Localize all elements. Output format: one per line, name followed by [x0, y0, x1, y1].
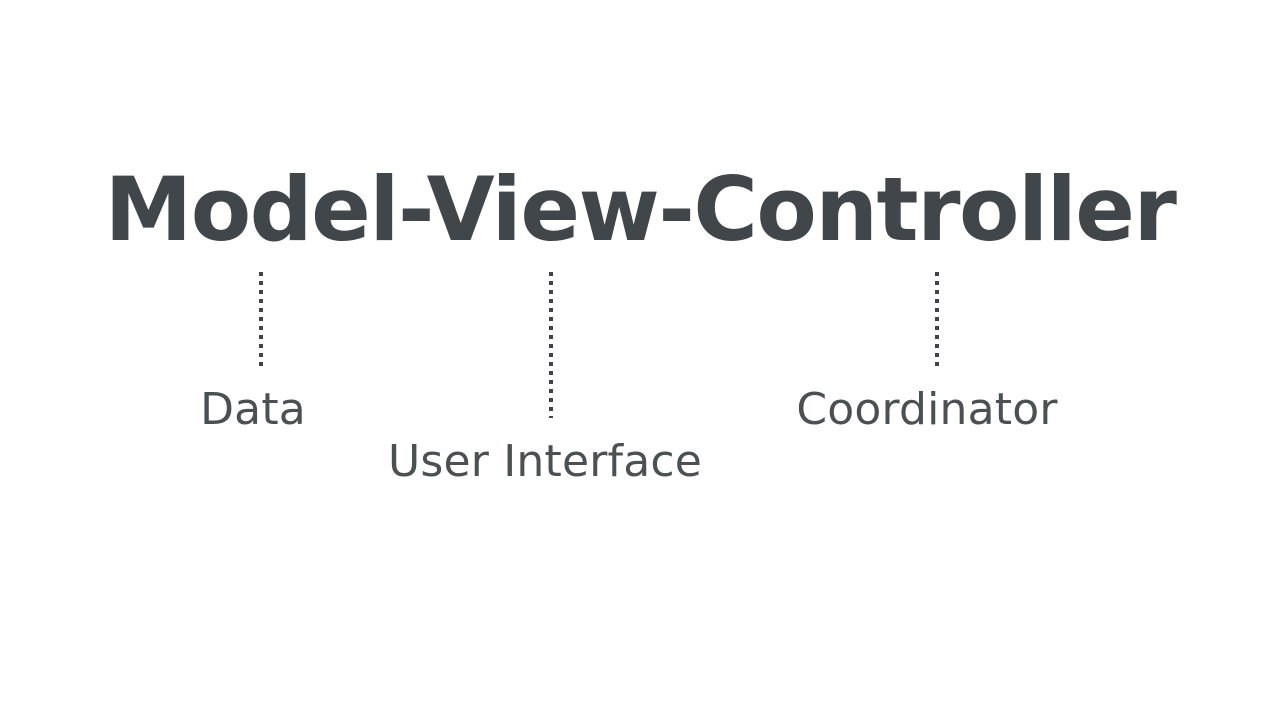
label-model-meaning: Data	[200, 384, 306, 435]
connector-line-view	[549, 272, 553, 418]
connector-line-controller	[935, 272, 939, 366]
connector-line-model	[259, 272, 263, 366]
label-controller-meaning: Coordinator	[796, 384, 1058, 435]
label-view-meaning: User Interface	[387, 436, 703, 487]
page-title: Model-View-Controller	[104, 158, 1177, 261]
